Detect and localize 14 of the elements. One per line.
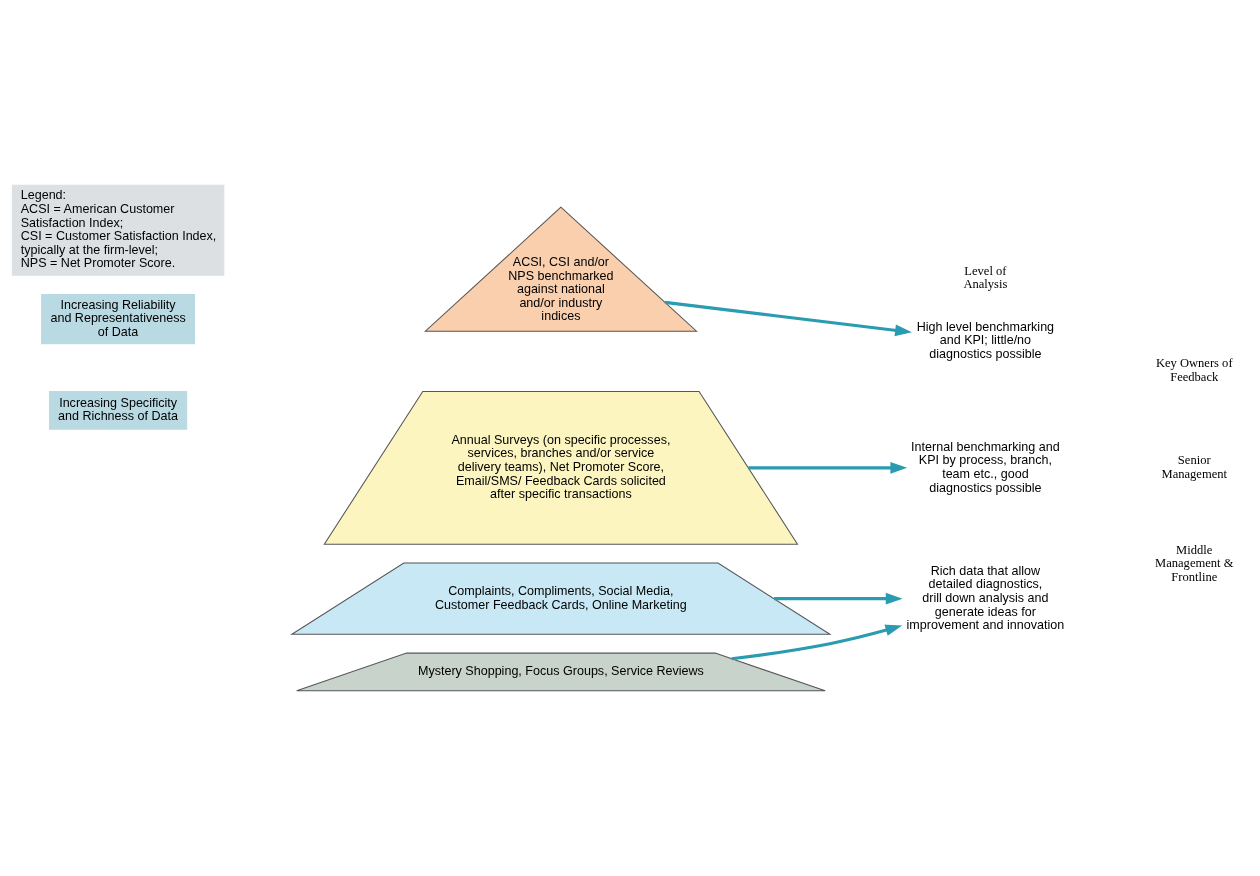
arrow: [664, 300, 912, 337]
label: Senior Management: [1161, 453, 1227, 481]
node-text: Internal benchmarking and KPI by process, branch, team etc., good diagnostics possible: [911, 439, 1060, 495]
node-box: Increasing Specificity and Richness of Data: [49, 390, 188, 430]
arrow: [731, 624, 903, 661]
node-text: Rich data that allow detailed diagnostics, drill down analysis and generate ideas for improvement and innovation: [906, 563, 1065, 633]
label: Key Owners of Feedback: [1155, 355, 1233, 384]
label: Middle Management & Frontline: [1155, 542, 1234, 584]
node-box: Increasing Reliability and Representativeness of Data: [41, 294, 196, 345]
arrow: [748, 461, 908, 474]
node-box: Legend: ACSI = American Customer Satisfaction Index; CSI = Customer Satisfaction Index, typically at the firm-level; NPS = Net Promoter Score.: [11, 184, 225, 276]
label: Level of Analysis: [963, 263, 1008, 292]
node-text: High level benchmarking and KPI; little/no diagnostics possible: [916, 319, 1055, 362]
arrow: [774, 592, 903, 605]
